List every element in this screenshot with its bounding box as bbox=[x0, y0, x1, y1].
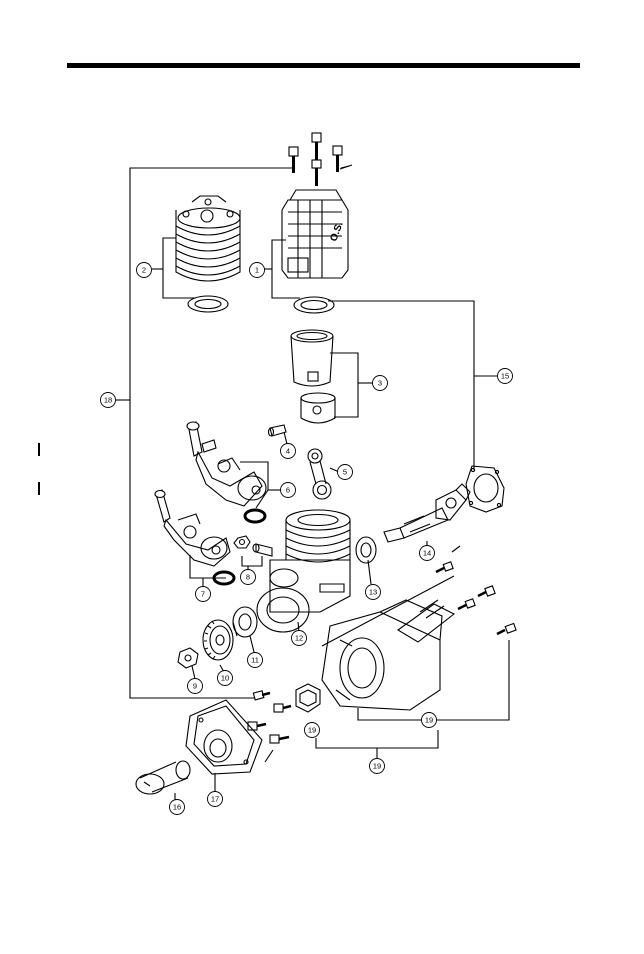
connecting-rod-part-5 bbox=[308, 449, 331, 499]
bearing-part-13 bbox=[356, 537, 376, 563]
callout-number: 19 bbox=[308, 726, 316, 735]
leader-lines bbox=[116, 165, 509, 800]
back-cover-part-17 bbox=[186, 700, 262, 774]
callout-c12: 12 bbox=[292, 631, 307, 646]
callout-number: 10 bbox=[221, 674, 229, 683]
callout-c19b: 19 bbox=[305, 723, 320, 738]
piston-sleeve-part-3 bbox=[291, 330, 335, 423]
callout-c3: 3 bbox=[373, 376, 388, 391]
callout-c9: 9 bbox=[188, 679, 203, 694]
callout-number: 11 bbox=[251, 656, 259, 665]
cylinder-liner-part-1: O.S. bbox=[282, 190, 348, 278]
callout-c19a: 19 bbox=[422, 713, 437, 728]
callout-c2: 2 bbox=[137, 263, 152, 278]
gaskets bbox=[188, 296, 334, 313]
callout-c8: 8 bbox=[241, 570, 256, 585]
callout-number: 5 bbox=[343, 468, 347, 477]
callout-number: 17 bbox=[211, 795, 219, 804]
head-bolts bbox=[289, 133, 342, 186]
callout-c14: 14 bbox=[420, 546, 435, 561]
callout-number: 8 bbox=[246, 573, 250, 582]
fitting-part-8 bbox=[234, 536, 272, 556]
callout-c17: 17 bbox=[208, 792, 223, 807]
carburetor-part-7 bbox=[155, 490, 234, 584]
piston-pin-part-4 bbox=[269, 425, 287, 436]
gasket-part-15 bbox=[466, 466, 504, 512]
callout-number: 7 bbox=[201, 590, 205, 599]
callout-c15: 15 bbox=[498, 369, 513, 384]
crankshaft-part-14 bbox=[384, 484, 470, 542]
callout-c7: 7 bbox=[196, 587, 211, 602]
callout-c6: 6 bbox=[281, 483, 296, 498]
callout-number: 12 bbox=[295, 634, 303, 643]
crankcase-part-12 bbox=[257, 510, 350, 632]
callout-c11: 11 bbox=[248, 653, 263, 668]
callout-number: 2 bbox=[142, 266, 146, 275]
callout-number: 4 bbox=[286, 447, 290, 456]
rear-housing-part-19 bbox=[296, 600, 454, 712]
callout-number: 13 bbox=[369, 588, 377, 597]
callout-number: 14 bbox=[423, 549, 431, 558]
callout-number: 15 bbox=[501, 372, 509, 381]
callout-number: 1 bbox=[255, 266, 259, 275]
callout-c19c: 19 bbox=[370, 759, 385, 774]
bearing-part-11 bbox=[233, 607, 257, 637]
callout-c16: 16 bbox=[170, 800, 185, 815]
callout-number: 18 bbox=[104, 396, 112, 405]
callout-c10: 10 bbox=[218, 671, 233, 686]
prop-nut-part-9 bbox=[178, 648, 198, 668]
callout-number: 9 bbox=[193, 682, 197, 691]
callout-number: 19 bbox=[425, 716, 433, 725]
shaft-part-16 bbox=[136, 761, 190, 794]
callout-c1: 1 bbox=[250, 263, 265, 278]
callout-c4: 4 bbox=[281, 444, 296, 459]
carburetor-part-6 bbox=[187, 422, 266, 522]
cover-screws bbox=[248, 562, 516, 743]
callout-number: 16 bbox=[173, 803, 181, 812]
callout-number: 3 bbox=[378, 379, 382, 388]
drive-washer-part-10 bbox=[203, 620, 233, 660]
callout-c5: 5 bbox=[338, 465, 353, 480]
cylinder-head-part-2 bbox=[176, 196, 240, 281]
callout-number: 19 bbox=[373, 762, 381, 771]
callout-c13: 13 bbox=[366, 585, 381, 600]
callout-number: 6 bbox=[286, 486, 290, 495]
callout-c18: 18 bbox=[101, 393, 116, 408]
